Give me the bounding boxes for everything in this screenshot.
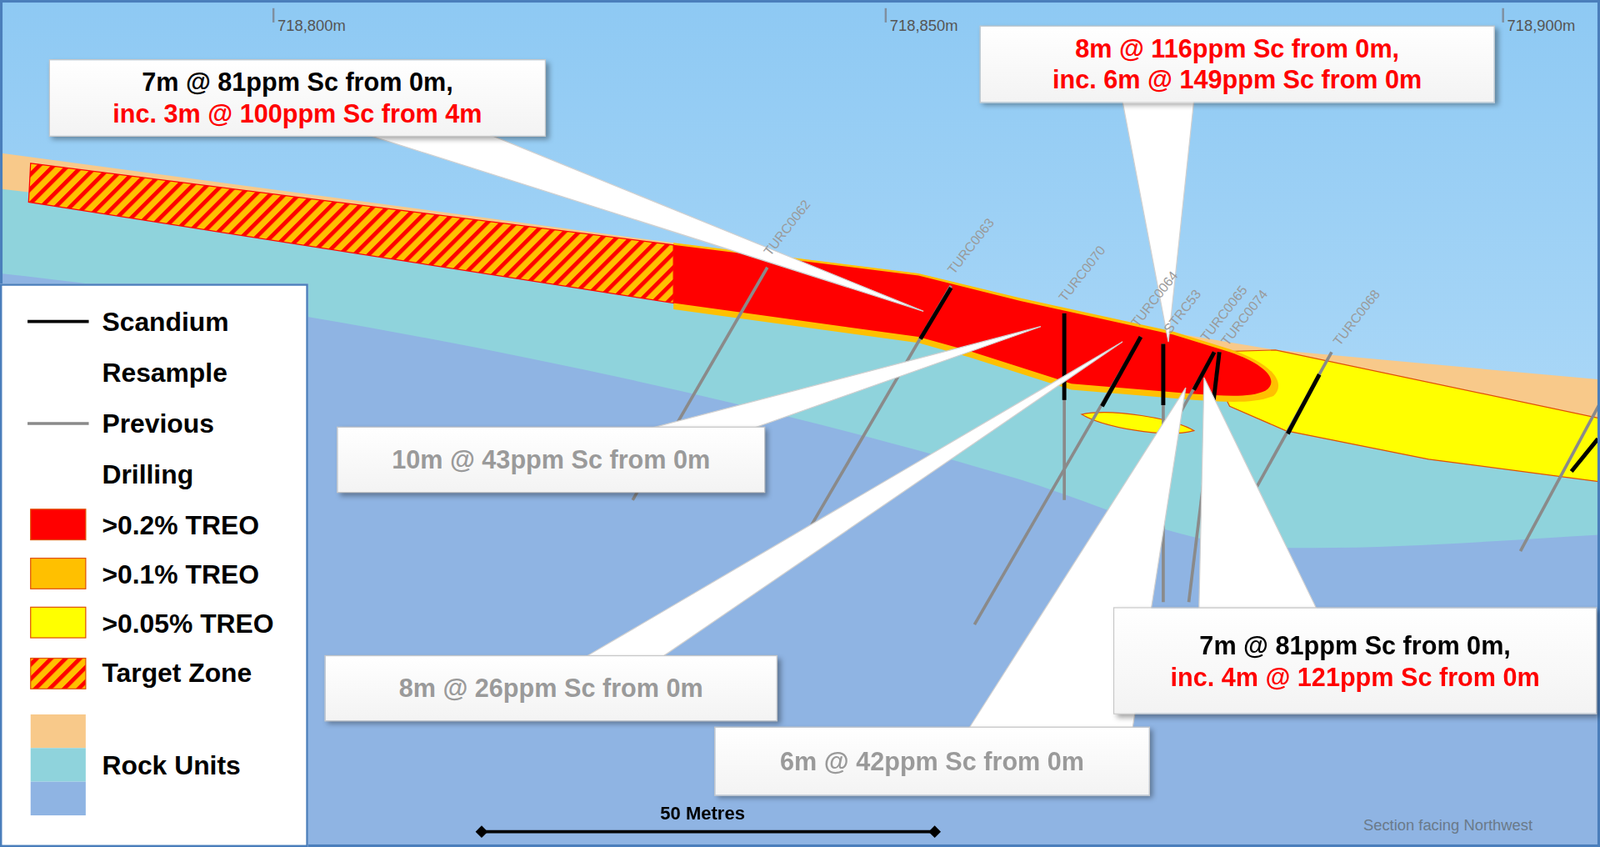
callout-box: 7m @ 81ppm Sc from 0m,inc. 4m @ 121ppm S… [1113, 606, 1597, 715]
legend-entry: >0.1% TREO [1, 549, 308, 599]
callout-pointer [653, 326, 1041, 428]
legend-sample [1, 714, 99, 827]
treo-01-zone [673, 242, 1279, 402]
legend-rock-swatch [30, 781, 86, 815]
assay-result: 7m @ 81ppm Sc from 0m, [141, 66, 454, 99]
drill-hole [1255, 351, 1332, 490]
assay-result: inc. 3m @ 100ppm Sc from 4m [112, 98, 482, 130]
resample-interval [1571, 438, 1599, 471]
scale-end [928, 825, 941, 838]
callout-box: 8m @ 116ppm Sc from 0m,inc. 6m @ 149ppm … [980, 25, 1495, 104]
assay-result: 7m @ 81ppm Sc from 0m, [1199, 629, 1511, 661]
callout-pointer [367, 135, 924, 312]
axis-ticks [273, 8, 1504, 23]
resample-interval [1160, 344, 1165, 405]
legend-entry: >0.05% TREO [1, 597, 308, 647]
rock-unit-middle [0, 188, 1600, 847]
scale-line [481, 830, 935, 834]
legend-label: Scandium Resample [101, 295, 296, 398]
rock-unit-upper [0, 153, 1600, 847]
section-note: Section facing Northwest [1363, 815, 1533, 835]
legend-label: >0.05% TREO [101, 597, 296, 649]
axis-tick [1501, 8, 1504, 23]
legend-line [27, 421, 89, 425]
scale-end [475, 825, 489, 838]
scale-label: 50 Metres [660, 802, 745, 825]
callout-box: 10m @ 43ppm Sc from 0m [336, 426, 765, 494]
legend-label: >0.1% TREO [101, 549, 296, 600]
callout-box: 6m @ 42ppm Sc from 0m [714, 726, 1150, 796]
resample-interval [1062, 313, 1067, 400]
legend-entry: Previous Drilling [1, 397, 308, 500]
callout-box: 7m @ 81ppm Sc from 0m,inc. 3m @ 100ppm S… [49, 59, 546, 137]
legend-hatch [30, 658, 86, 690]
axis-label: 718,900m [1507, 16, 1576, 35]
legend-swatch [30, 558, 86, 590]
treo-02-zone [673, 245, 1271, 396]
rock-unit-lower [0, 273, 1600, 847]
legend-sample [1, 597, 99, 647]
assay-result: inc. 4m @ 121ppm Sc from 0m [1170, 660, 1540, 693]
legend-label: Target Zone [101, 646, 296, 698]
legend-label: Rock Units [101, 739, 296, 790]
drill-hole [1520, 403, 1600, 551]
scandium-resample [920, 287, 1598, 471]
legend-sample [1, 295, 99, 398]
legend-label: >0.2% TREO [101, 500, 296, 551]
axis-label: 718,800m [277, 16, 346, 35]
legend-entry: Scandium Resample [1, 295, 308, 398]
callout-pointer [586, 341, 1123, 656]
legend-entry: >0.2% TREO [1, 500, 308, 550]
legend-sample [1, 397, 99, 500]
resample-interval [920, 287, 951, 339]
legend-sample [1, 646, 99, 700]
axis-label: 718,850m [890, 16, 959, 35]
resample-interval [1101, 336, 1141, 406]
callout-pointer [1199, 377, 1317, 609]
legend-entry: Target Zone [1, 646, 308, 700]
scale-bar [475, 825, 941, 838]
assay-result: 10m @ 43ppm Sc from 0m [391, 443, 710, 475]
legend-label: Previous Drilling [101, 397, 296, 500]
legend-entry: Rock Units [1, 714, 308, 827]
legend-swatch [30, 509, 86, 540]
assay-result: 6m @ 42ppm Sc from 0m [780, 745, 1085, 777]
callout-box: 8m @ 26ppm Sc from 0m [324, 655, 778, 722]
legend-rock-swatch [30, 714, 86, 748]
legend-swatch [30, 606, 86, 638]
legend-rock-swatch [30, 747, 86, 781]
legend-sample [1, 500, 99, 550]
resample-interval [1213, 351, 1220, 403]
axis-tick [885, 8, 887, 23]
legend-box: Scandium ResamplePrevious Drilling>0.2% … [0, 283, 309, 847]
assay-result: inc. 6m @ 149ppm Sc from 0m [1052, 64, 1422, 96]
assay-result: 8m @ 116ppm Sc from 0m, [1075, 32, 1400, 65]
axis-tick [272, 8, 275, 23]
legend-sample [1, 549, 99, 599]
legend-line [27, 320, 89, 324]
assay-result: 8m @ 26ppm Sc from 0m [399, 672, 704, 705]
resample-interval [1287, 374, 1320, 434]
